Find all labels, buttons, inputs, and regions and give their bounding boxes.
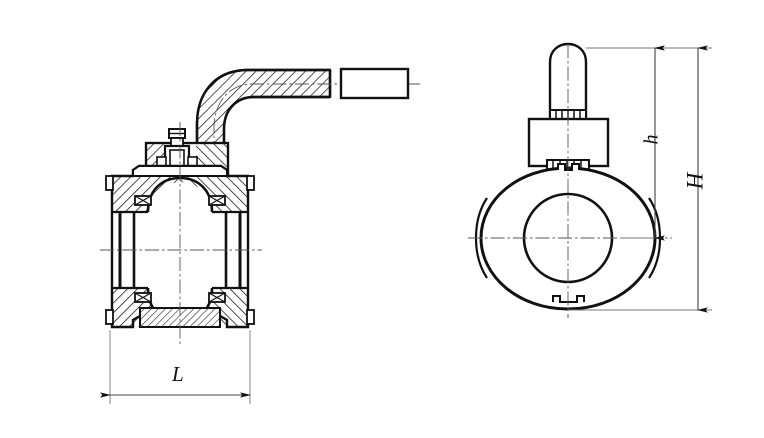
dimension-h	[586, 45, 712, 241]
bottom-boss	[139, 307, 221, 328]
dimension-H	[568, 45, 712, 313]
front-sectional-view	[100, 67, 420, 345]
handle-centerline	[213, 83, 420, 200]
dimension-label-H: H	[682, 172, 708, 190]
dimension-label-h: h	[640, 134, 663, 145]
handle-grip	[339, 67, 410, 100]
seat-ring-bottom-left	[134, 292, 152, 303]
bonnet-block-side	[527, 117, 610, 171]
body-circle	[474, 163, 662, 311]
dimension-L	[100, 330, 252, 404]
lever-handle	[195, 67, 420, 207]
seat-ring-top-right	[208, 195, 226, 206]
seat-ring-top-left	[134, 195, 152, 206]
dimension-label-L: L	[172, 362, 184, 386]
seat-ring-bottom-right	[208, 292, 226, 303]
side-view	[468, 42, 672, 318]
front-view-centerlines	[100, 122, 262, 345]
